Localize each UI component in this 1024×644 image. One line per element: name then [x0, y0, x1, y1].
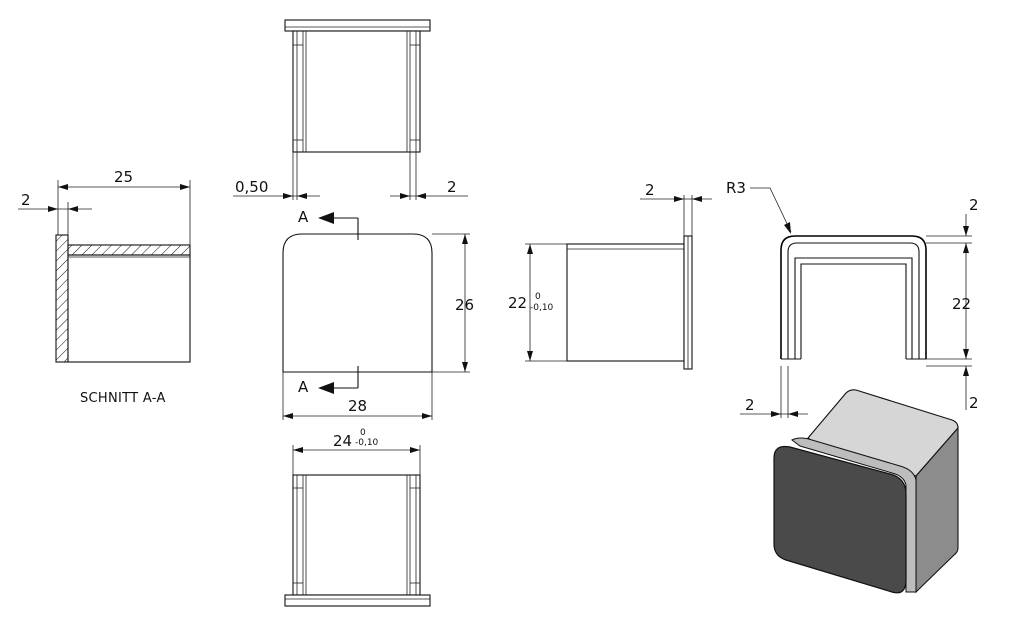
- bottom-width-dim: 24: [333, 432, 352, 450]
- section-wall-dim: 2: [21, 191, 31, 209]
- radius-dim: R3: [726, 179, 746, 197]
- bottom-tol-lower: -0,10: [355, 438, 379, 448]
- side-height-dim: 22: [508, 294, 527, 312]
- profile-view: R3 2 22 2 2: [726, 179, 979, 418]
- section-marker-top: A: [298, 208, 309, 226]
- front-height-dim: 26: [455, 296, 474, 314]
- top-wall-dim: 0,50: [235, 178, 268, 196]
- section-width-dim: 25: [114, 168, 133, 186]
- profile-top-dim: 2: [969, 196, 979, 214]
- iso-view: [773, 389, 959, 594]
- front-width-dim: 28: [348, 397, 367, 415]
- side-tol-upper: 0: [535, 292, 541, 302]
- section-label: SCHNITT A-A: [80, 391, 166, 406]
- bottom-view: 24 0 -0,10: [284, 428, 431, 607]
- side-view: 22 0 -0,10 2: [508, 181, 712, 370]
- top-view: 0,50 2: [233, 19, 468, 200]
- bottom-tol-upper: 0: [360, 428, 366, 438]
- section-view: 25 2 SCHNITT A-A: [18, 168, 191, 406]
- section-marker-bottom: A: [298, 378, 309, 396]
- profile-bottom-dim: 2: [969, 394, 979, 412]
- side-tol-lower: -0,10: [530, 303, 554, 313]
- top-gap-dim: 2: [447, 178, 457, 196]
- profile-left-dim: 2: [745, 396, 755, 414]
- front-view: A A 26 28: [282, 208, 474, 420]
- profile-height-dim: 22: [952, 295, 971, 313]
- side-flange-dim: 2: [645, 181, 655, 199]
